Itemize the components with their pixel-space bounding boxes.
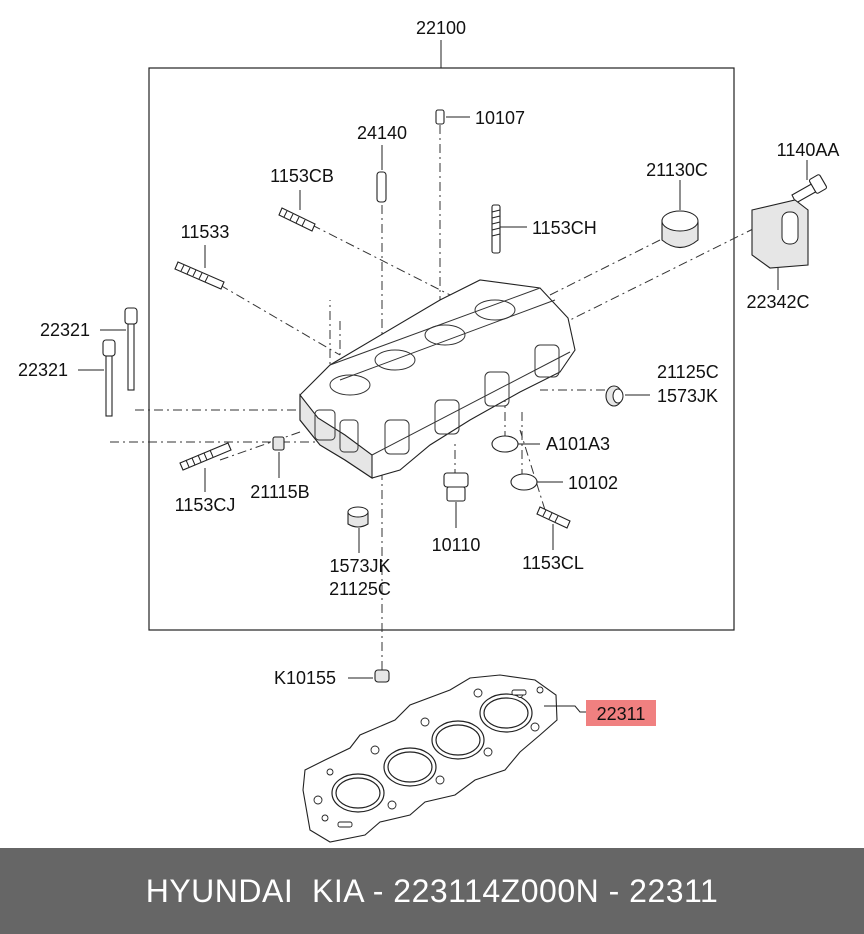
label-22321-b[interactable]: 22321 bbox=[18, 360, 68, 380]
brand-part-number: HYUNDAI KIA - 223114Z000 bbox=[145, 872, 576, 909]
dowel-10107[interactable] bbox=[435, 109, 445, 125]
parts-diagram: 22100 bbox=[18, 18, 840, 843]
highlight-box-22311 bbox=[586, 700, 656, 726]
pin-24140[interactable] bbox=[376, 171, 387, 203]
label-1153CB[interactable]: 1153CB bbox=[270, 166, 334, 186]
diagram-reference-number: N - 22311 bbox=[575, 872, 719, 909]
dowel-K10155[interactable] bbox=[374, 669, 390, 683]
plug-10110[interactable] bbox=[443, 472, 469, 502]
bolt-1140AA[interactable] bbox=[791, 174, 828, 204]
label-1140AA[interactable]: 1140AA bbox=[777, 140, 840, 160]
stud-1153CB[interactable] bbox=[278, 207, 316, 232]
label-1153CH[interactable]: 1153CH bbox=[532, 218, 597, 238]
label-21125C-bottom[interactable]: 21125C bbox=[329, 579, 391, 599]
plug-21130C[interactable] bbox=[661, 210, 699, 249]
stud-1153CJ[interactable] bbox=[179, 442, 232, 471]
label-10107[interactable]: 10107 bbox=[475, 108, 525, 128]
seal-21125C-right[interactable] bbox=[605, 385, 624, 407]
washer-A101A3[interactable] bbox=[491, 435, 519, 453]
label-1153CJ[interactable]: 1153CJ bbox=[175, 495, 236, 515]
label-10102[interactable]: 10102 bbox=[568, 473, 618, 493]
label-21130C[interactable]: 21130C bbox=[646, 160, 708, 180]
label-22321-a[interactable]: 22321 bbox=[40, 320, 90, 340]
label-K10155[interactable]: K10155 bbox=[274, 668, 336, 688]
nut-21115B[interactable] bbox=[272, 436, 285, 451]
washer-10102[interactable] bbox=[510, 473, 538, 491]
stud-1153CL[interactable] bbox=[536, 506, 571, 529]
label-11533[interactable]: 11533 bbox=[181, 222, 230, 242]
cylinder-head[interactable] bbox=[299, 279, 576, 480]
bracket-22342C[interactable] bbox=[751, 199, 809, 269]
bolt-22321-b[interactable] bbox=[102, 339, 116, 417]
label-21115B[interactable]: 21115B bbox=[250, 482, 309, 502]
label-22311[interactable]: 22311 bbox=[597, 704, 646, 724]
label-A101A3[interactable]: A101A3 bbox=[546, 434, 610, 454]
label-22342C[interactable]: 22342C bbox=[746, 292, 809, 312]
stud-11533[interactable] bbox=[174, 261, 225, 290]
label-22100[interactable]: 22100 bbox=[416, 18, 466, 38]
stud-1153CH[interactable] bbox=[491, 204, 501, 254]
gasket-22311[interactable] bbox=[302, 674, 558, 843]
seal-1573JK-bottom[interactable] bbox=[347, 506, 369, 528]
label-10110[interactable]: 10110 bbox=[432, 535, 481, 555]
bolt-22321-a[interactable] bbox=[124, 307, 138, 391]
label-1573JK-bottom[interactable]: 1573JK bbox=[329, 556, 390, 576]
label-1153CL[interactable]: 1153CL bbox=[522, 553, 584, 573]
label-24140[interactable]: 24140 bbox=[357, 123, 407, 143]
part-number-footer: HYUNDAI KIA - 223114Z000 N - 22311 bbox=[0, 848, 864, 934]
label-21125C-right[interactable]: 21125C bbox=[657, 362, 719, 382]
label-1573JK-right[interactable]: 1573JK bbox=[657, 386, 718, 406]
